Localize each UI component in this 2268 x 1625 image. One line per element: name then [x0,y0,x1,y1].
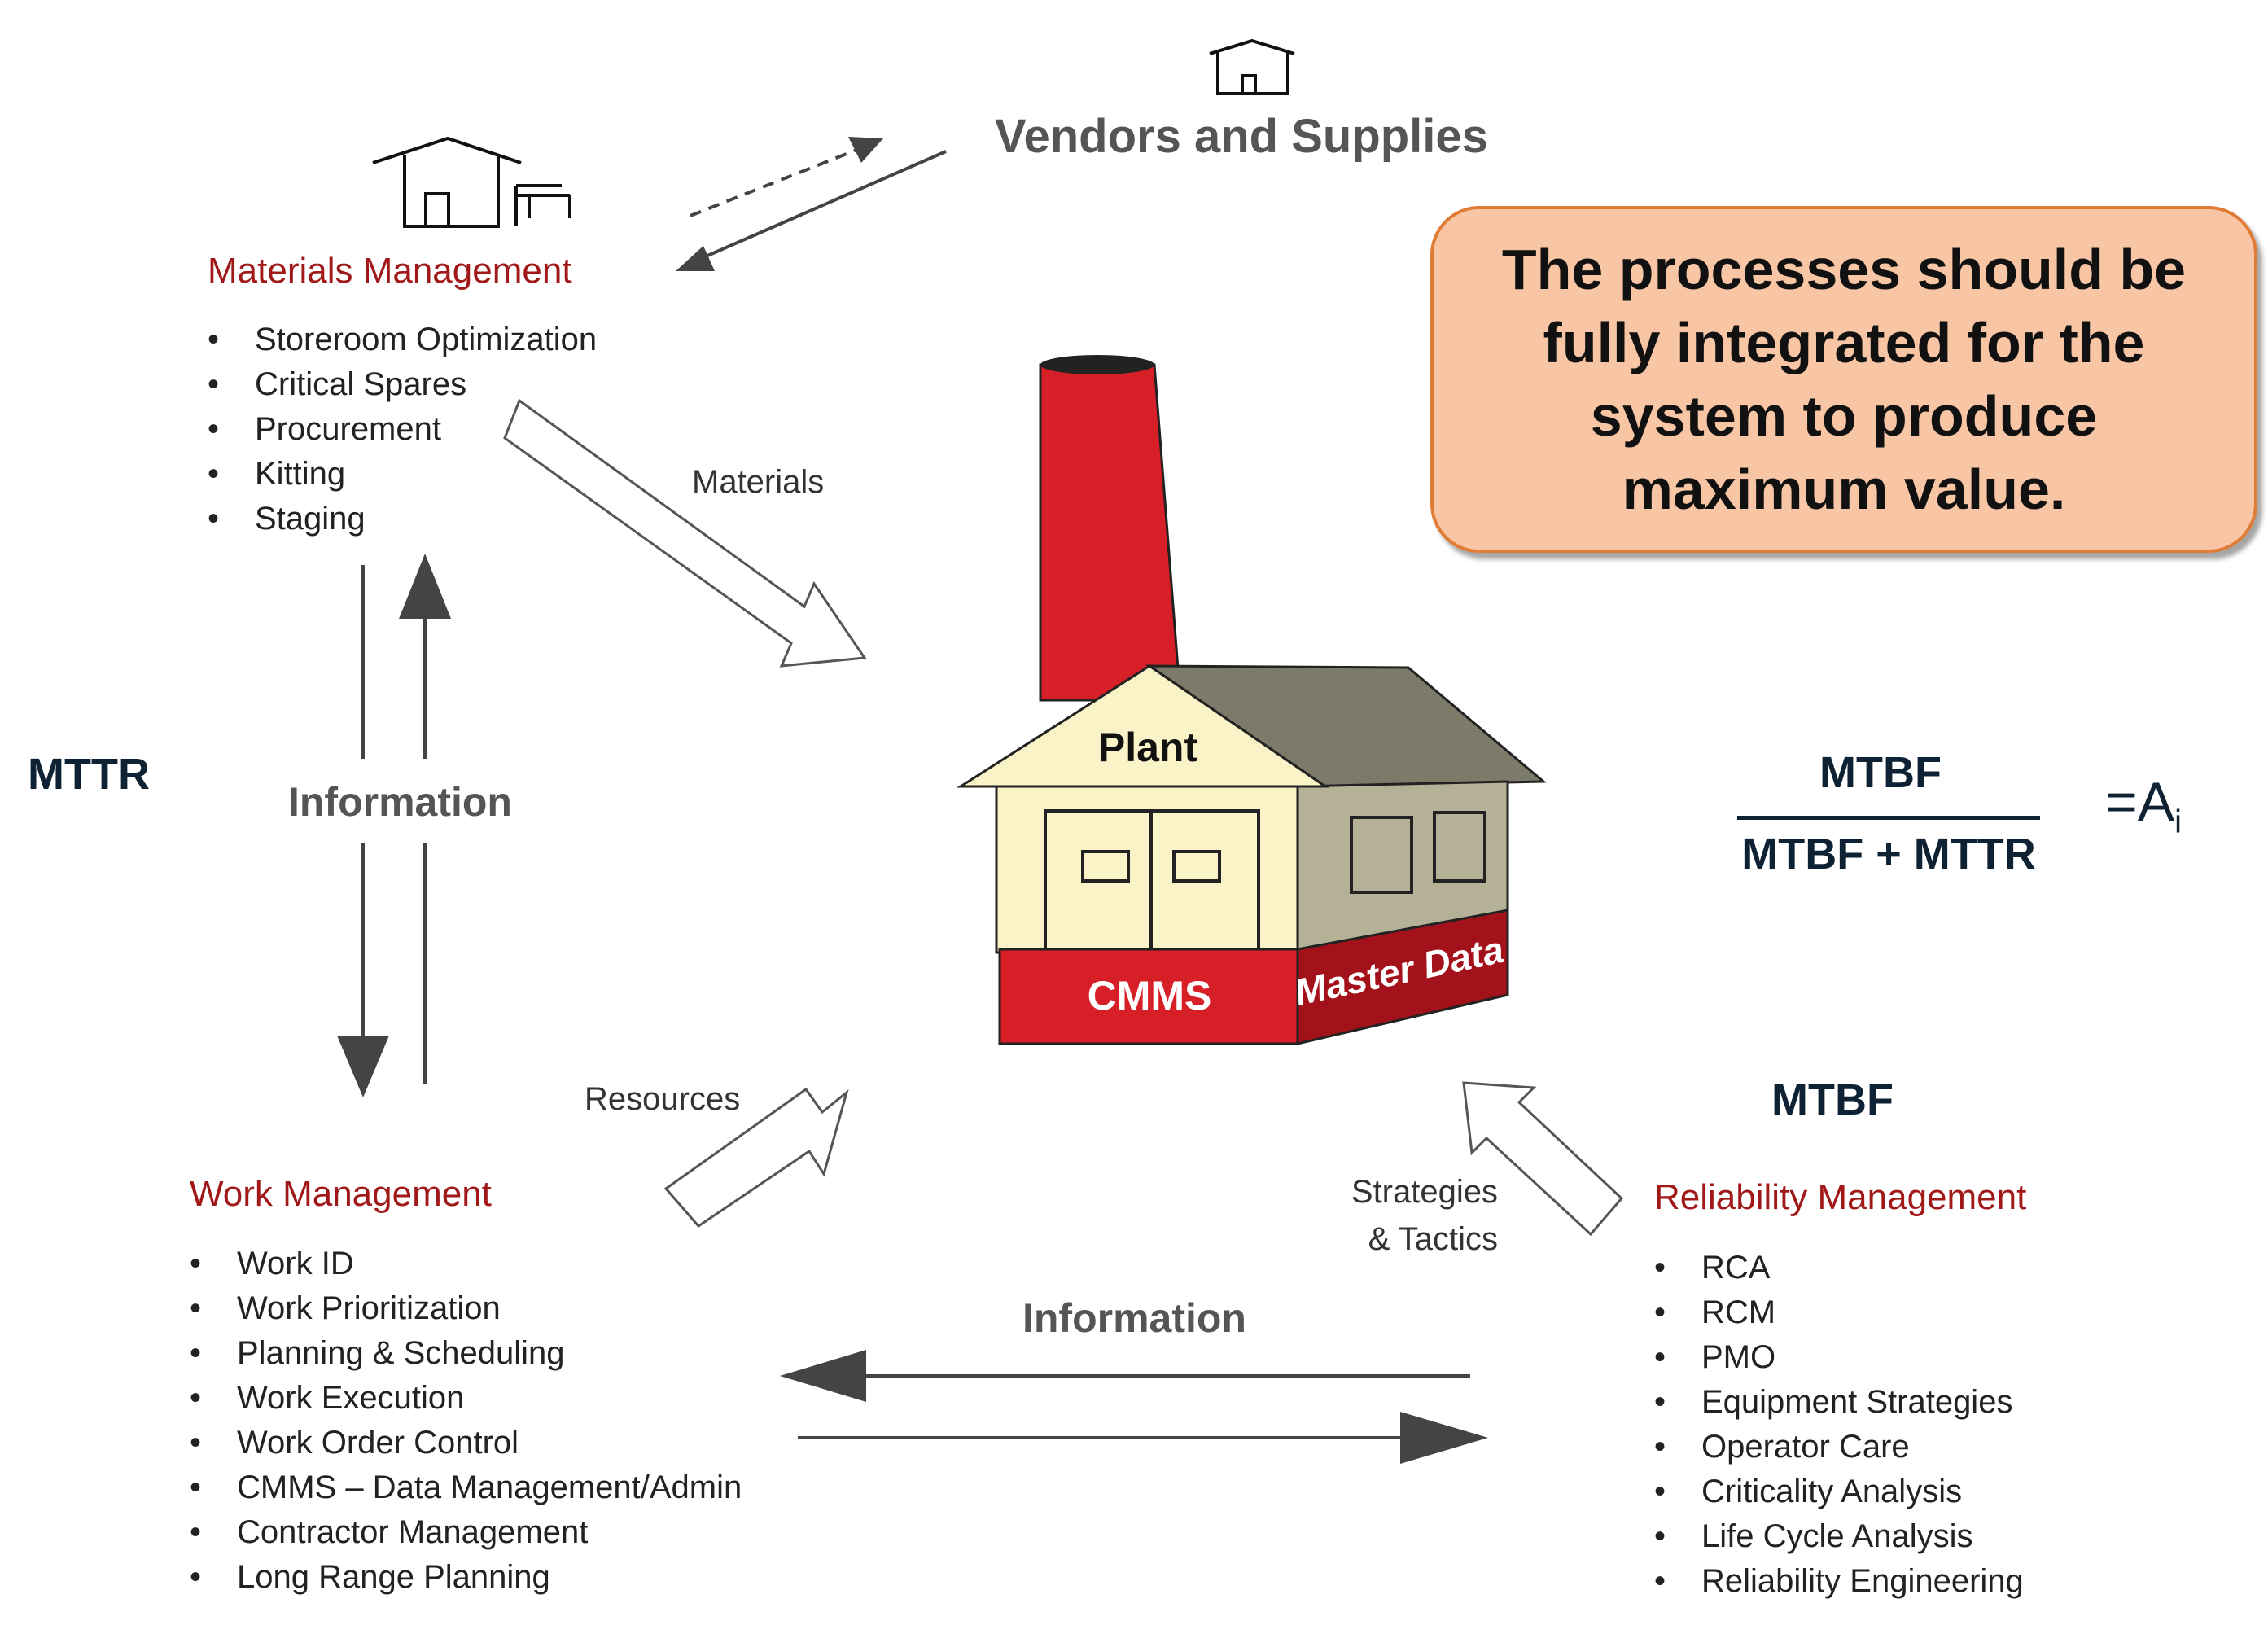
formula-result: =Ai [2105,770,2182,841]
vendor-solid-arrow [676,150,947,271]
integration-callout-box: The processes should be fully integrated… [1430,206,2257,553]
callout-text: The processes should be fully integrated… [1501,238,2187,521]
strategies-flow-label-line1: Strategies [1351,1174,1498,1210]
list-item: Critical Spares [208,362,597,407]
warehouse-icon [372,136,571,228]
info-vertical-gap [326,759,464,843]
formula-result-subscript: i [2174,804,2182,840]
list-item: RCM [1654,1290,2024,1335]
plant-roof-label: Plant [1098,725,1198,770]
information-horizontal-label: Information [1022,1295,1246,1341]
formula-fraction-bar [1737,816,2040,820]
list-item: Operator Care [1654,1425,2024,1470]
info-horizontal-left-arrow [780,1350,1470,1402]
resources-hollow-arrow [663,1087,849,1228]
mttr-label: MTTR [28,750,150,799]
strategies-visible-arrow [1462,1081,1624,1237]
chimney-top [1040,355,1154,374]
list-item: Planning & Scheduling [190,1331,742,1376]
info-vertical-up-arrow [399,554,451,1084]
reliability-management-list: RCA RCM PMO Equipment Strategies Operato… [1654,1246,2024,1604]
list-item: Work ID [190,1242,742,1286]
materials-management-list: Storeroom Optimization Critical Spares P… [208,318,597,541]
reliability-management-heading: Reliability Management [1654,1177,2027,1217]
list-item: Procurement [208,407,597,452]
list-item: Long Range Planning [190,1555,742,1600]
plant-building: Plant CMMS Master Data [956,355,1547,1045]
list-item: Work Prioritization [190,1286,742,1331]
list-item: Work Order Control [190,1421,742,1465]
chimney [1039,363,1182,702]
mtbf-label: MTBF [1771,1075,1894,1124]
work-management-heading: Work Management [190,1174,492,1214]
formula-denominator: MTBF + MTTR [1741,830,2036,878]
list-item: Criticality Analysis [1654,1470,2024,1514]
info-horizontal-right-arrow [798,1412,1488,1464]
list-item: Kitting [208,452,597,497]
formula-numerator: MTBF [1819,748,1942,797]
materials-management-heading: Materials Management [208,251,572,291]
strategies-flow-label-line2: & Tactics [1368,1221,1498,1257]
list-item: Work Execution [190,1376,742,1421]
cmms-base [998,948,1299,1045]
list-item: Reliability Engineering [1654,1559,2024,1604]
vendors-title: Vendors and Supplies [995,110,1488,163]
vendor-dashed-arrow [690,137,883,217]
formula-result-text: =A [2105,771,2175,833]
list-item: Storeroom Optimization [208,318,597,362]
work-management-list: Work ID Work Prioritization Planning & S… [190,1242,742,1600]
list-item: Life Cycle Analysis [1654,1514,2024,1559]
information-vertical-label: Information [288,779,512,825]
list-item: CMMS – Data Management/Admin [190,1465,742,1510]
materials-flow-label: Materials [692,464,825,500]
list-item: Contractor Management [190,1510,742,1555]
vendor-building-icon [1209,38,1295,95]
list-item: Staging [208,497,597,541]
plant-cmms-label: CMMS [1088,973,1212,1018]
resources-flow-label: Resources [585,1081,741,1117]
list-item: RCA [1654,1246,2024,1290]
list-item: PMO [1654,1335,2024,1380]
list-item: Equipment Strategies [1654,1380,2024,1425]
